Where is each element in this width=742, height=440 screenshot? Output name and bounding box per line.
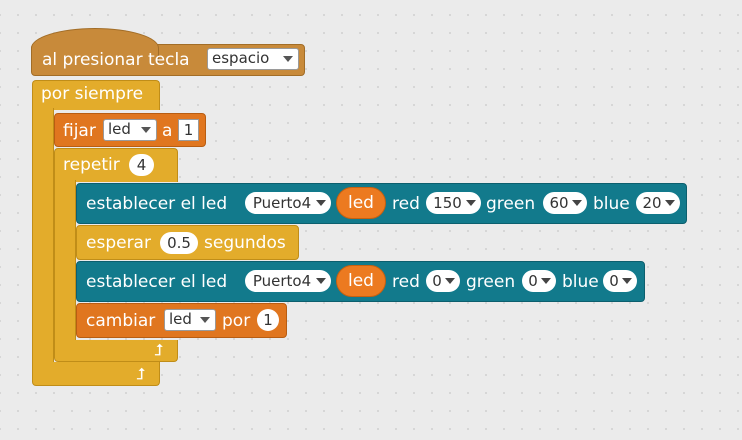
set-led-2-led-reporter[interactable]: led — [336, 265, 386, 297]
change-variable-value-input[interactable]: 1 — [257, 309, 279, 331]
set-led-1-port: Puerto4 — [252, 194, 312, 212]
repeat-count-input[interactable]: 4 — [129, 154, 154, 176]
dropdown-caret-icon — [572, 200, 582, 206]
change-variable-by-label: por — [222, 311, 251, 331]
repeat-arrow-icon: ⮥ — [154, 340, 164, 359]
change-variable-dropdown[interactable]: led — [164, 309, 216, 331]
set-led-2-port: Puerto4 — [252, 272, 312, 290]
set-led-1-green-dropdown[interactable]: 60 — [543, 192, 587, 214]
set-led-1-label: establecer el led — [86, 194, 228, 214]
set-led-2-blue-value: 0 — [609, 272, 619, 290]
set-led-1-red-label: red — [392, 194, 420, 214]
dropdown-caret-icon — [445, 278, 455, 284]
dropdown-caret-icon — [665, 200, 675, 206]
set-variable-value-input[interactable]: 1 — [178, 119, 199, 141]
wait-label: esperar — [86, 233, 151, 253]
dropdown-caret-icon — [283, 56, 293, 62]
set-led-2-red-value: 0 — [432, 272, 442, 290]
set-led-2-green-dropdown[interactable]: 0 — [522, 270, 556, 292]
set-led-2-blue-dropdown[interactable]: 0 — [603, 270, 637, 292]
set-led-2-red-dropdown[interactable]: 0 — [426, 270, 460, 292]
set-variable-name: led — [108, 120, 131, 138]
dropdown-caret-icon — [622, 278, 632, 284]
repeat-label: repetir — [63, 155, 120, 175]
key-dropdown[interactable]: espacio — [207, 48, 299, 70]
forever-label: por siempre — [41, 84, 144, 104]
wait-unit-label: segundos — [204, 233, 286, 253]
dropdown-caret-icon — [141, 127, 151, 133]
set-variable-to-label: a — [162, 121, 173, 141]
dropdown-caret-icon — [316, 278, 326, 284]
set-variable-dropdown[interactable]: led — [103, 119, 157, 141]
key-value: espacio — [212, 49, 270, 67]
hat-label: al presionar tecla — [42, 50, 190, 70]
set-led-1-blue-value: 20 — [642, 194, 662, 212]
set-led-1-red-value: 150 — [433, 194, 462, 212]
set-led-2-green-value: 0 — [528, 272, 538, 290]
set-led-2-red-label: red — [392, 272, 420, 292]
set-led-1-blue-label: blue — [593, 194, 630, 214]
dropdown-caret-icon — [316, 200, 326, 206]
dropdown-caret-icon — [541, 278, 551, 284]
change-variable-name: led — [169, 310, 192, 328]
set-led-2-blue-label: blue — [562, 272, 599, 292]
set-variable-label: fijar — [63, 121, 96, 141]
forever-block[interactable] — [32, 80, 160, 110]
dropdown-caret-icon — [200, 317, 210, 323]
set-led-1-red-dropdown[interactable]: 150 — [426, 192, 481, 214]
repeat-block-arm — [54, 180, 76, 342]
hat-block-cap — [31, 28, 159, 62]
repeat-block[interactable] — [54, 148, 178, 182]
set-led-2-green-label: green — [466, 272, 516, 292]
set-led-2-port-dropdown[interactable]: Puerto4 — [245, 270, 331, 292]
set-led-1-port-dropdown[interactable]: Puerto4 — [245, 192, 331, 214]
set-led-1-blue-dropdown[interactable]: 20 — [636, 192, 680, 214]
set-led-1-led-reporter[interactable]: led — [336, 187, 386, 219]
dropdown-caret-icon — [466, 200, 476, 206]
repeat-block-bottom — [54, 340, 178, 362]
set-led-1-green-label: green — [486, 194, 536, 214]
wait-seconds-input[interactable]: 0.5 — [160, 232, 198, 254]
repeat-arrow-icon: ⮥ — [136, 364, 146, 383]
forever-block-arm — [32, 108, 54, 364]
change-variable-label: cambiar — [86, 311, 156, 331]
set-led-1-green-value: 60 — [549, 194, 569, 212]
forever-block-bottom — [32, 362, 160, 386]
set-led-2-label: establecer el led — [86, 272, 228, 292]
